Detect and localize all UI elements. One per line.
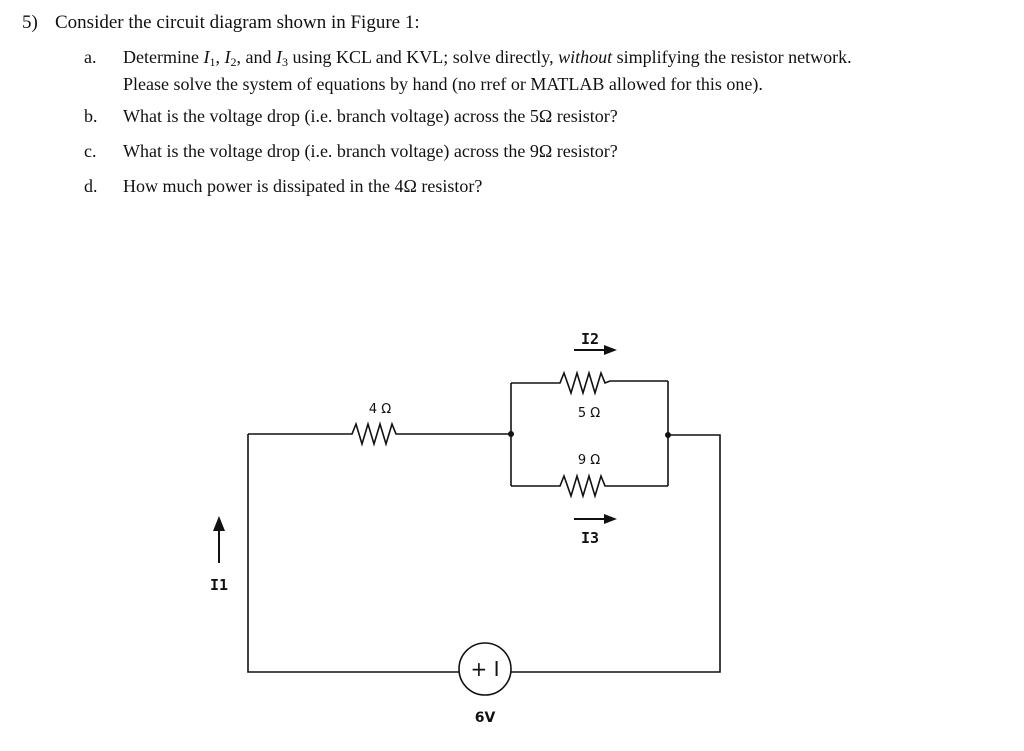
var-I1: I: [203, 47, 210, 67]
r5-label: 5 Ω: [578, 406, 600, 421]
item-a-prefix: Determine: [123, 47, 204, 67]
item-a-sep2: , and: [236, 47, 276, 67]
var-I3-sub: 3: [281, 55, 288, 69]
var-I2-sub: 2: [230, 55, 237, 69]
item-a-mid: using KCL and KVL; solve directly,: [287, 47, 559, 67]
item-a-line1: Determine I1, I2, and I3 using KCL and K…: [123, 46, 852, 73]
i3-arrow-icon: [604, 514, 617, 524]
junction-node-right: [665, 432, 671, 438]
question-header: 5) Consider the circuit diagram shown in …: [22, 12, 420, 34]
i2-label: I2: [581, 330, 599, 348]
i2-arrow-icon: [604, 345, 617, 355]
item-letter-a: a.: [84, 47, 97, 67]
i1-arrow-icon: [213, 516, 225, 531]
item-a-emphasis: without: [558, 47, 613, 67]
junction-node-left: [508, 431, 514, 437]
var-I1-sub: 1: [209, 55, 216, 69]
source-voltage-label: 6V: [475, 710, 496, 726]
voltage-source: [458, 642, 512, 696]
item-text-d: How much power is dissipated in the 4Ω r…: [123, 176, 483, 196]
resistor-5-ohm: [511, 370, 668, 396]
question-number: 5): [22, 12, 38, 33]
r9-label: 9 Ω: [578, 453, 600, 468]
i3-label: I3: [581, 529, 599, 547]
item-text-b: What is the voltage drop (i.e. branch vo…: [123, 106, 618, 126]
question-title: Consider the circuit diagram shown in Fi…: [55, 12, 420, 33]
source-polarity: + I: [470, 657, 499, 681]
i1-label: I1: [210, 576, 228, 594]
var-I3: I: [275, 47, 282, 67]
item-letter-d: d.: [84, 176, 98, 196]
item-a-line2: Please solve the system of equations by …: [123, 74, 763, 94]
item-text-c: What is the voltage drop (i.e. branch vo…: [123, 141, 618, 161]
resistor-9-ohm: [511, 473, 668, 499]
resistor-4-ohm: [347, 421, 405, 447]
item-letter-c: c.: [84, 141, 97, 161]
wire-left-side: [247, 434, 459, 673]
item-text-a: Determine I1, I2, and I3 using KCL and K…: [123, 46, 852, 95]
item-a-sep1: ,: [215, 47, 225, 67]
var-I2: I: [224, 47, 231, 67]
item-a-tail: simplifying the resistor network.: [612, 47, 852, 67]
r4-label: 4 Ω: [369, 402, 391, 417]
wire-bottom-right: [511, 434, 721, 673]
item-letter-b: b.: [84, 106, 98, 126]
